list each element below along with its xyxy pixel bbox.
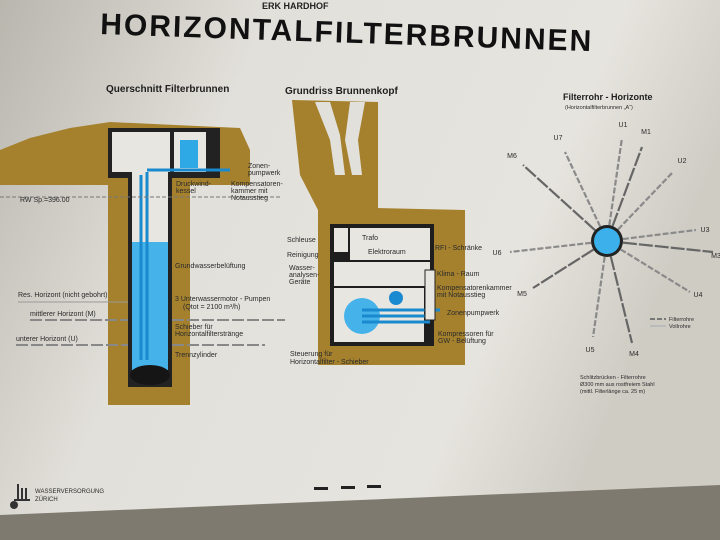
scale-bar bbox=[314, 485, 381, 490]
label-druckwindkessel: Druckwind- bbox=[176, 181, 212, 188]
label-kompressoren-2: GW - Belüftung bbox=[438, 338, 486, 345]
note-line-3: (mittl. Filterlänge ca. 25 m) bbox=[580, 389, 645, 395]
plan-diagram: Grundriss Brunnenkopf Trafo Elektroraum … bbox=[285, 86, 512, 366]
label-kompensatoren-2: kammer mit bbox=[231, 188, 268, 195]
org-name-2: ZÜRICH bbox=[35, 496, 58, 503]
label-zonen-2: pumpwerk bbox=[248, 170, 281, 177]
label-wasser-3: Geräte bbox=[289, 279, 311, 286]
horizons-subheading: (Horizontalfilterbrunnen „A“) bbox=[565, 105, 633, 111]
label-klima: Klima - Raum bbox=[437, 271, 480, 278]
ray-u6 bbox=[509, 239, 608, 254]
ray-u3 bbox=[606, 228, 697, 243]
ray-u4 bbox=[606, 240, 691, 293]
label-schleuse: Schleuse bbox=[287, 237, 316, 244]
legend-filterrohre: Filterrohre bbox=[669, 317, 694, 323]
label-kompressoren: Kompressoren für bbox=[438, 331, 494, 338]
label-unterer-horizont: unterer Horizont (U) bbox=[16, 336, 78, 343]
ray-label-m1: M1 bbox=[641, 129, 651, 136]
label-zonenpumpwerk: Zonenpumpwerk bbox=[447, 310, 500, 317]
ray-label-u4: U4 bbox=[694, 292, 703, 299]
label-kompensatoren: Kompensatoren- bbox=[231, 181, 283, 188]
note-line-1: Schlitzbrücken - Filterrohre bbox=[580, 375, 646, 381]
label-zonen: Zonen- bbox=[248, 163, 271, 170]
label-mittlerer-horizont: mittlerer Horizont (M) bbox=[30, 311, 96, 318]
ray-m5 bbox=[532, 240, 608, 289]
label-schieber-2: Horizontalfilterstränge bbox=[175, 331, 243, 338]
label-trennzylinder: Trennzylinder bbox=[175, 352, 218, 359]
ray-label-u3: U3 bbox=[701, 227, 710, 234]
label-wasser-2: analysen- bbox=[289, 272, 320, 279]
plan-heading: Grundriss Brunnenkopf bbox=[285, 86, 398, 97]
ray-u5 bbox=[591, 240, 609, 338]
label-pumpen: 3 Unterwassermotor - Pumpen bbox=[175, 296, 270, 303]
horizons-heading: Filterrohr - Horizonte bbox=[563, 92, 653, 102]
top-partial-text: ERK HARDHOF bbox=[262, 1, 329, 11]
cross-section-heading: Querschnitt Filterbrunnen bbox=[106, 84, 229, 95]
label-reinigung: Reinigung bbox=[287, 252, 319, 259]
cross-section-diagram: Querschnitt Filterbrunnen Zonen- pumpwer… bbox=[0, 84, 285, 405]
label-steuerung: Steuerung für bbox=[290, 351, 333, 358]
note-line-2: Ø300 mm aus rostfreiem Stahl bbox=[580, 382, 655, 388]
label-trafo: Trafo bbox=[362, 235, 378, 242]
ray-label-m3: M3 bbox=[711, 253, 720, 260]
ray-u7 bbox=[564, 151, 608, 242]
ray-m3 bbox=[606, 239, 714, 254]
label-kompensatoren-3: Notausstieg bbox=[231, 195, 268, 202]
legend-vollrohre: Vollrohre bbox=[669, 324, 691, 330]
label-kompensatorenkammer: Kompensatorenkammer bbox=[437, 285, 512, 292]
org-name-1: WASSERVERSORGUNG bbox=[35, 489, 104, 495]
label-steuerung-2: Horizontalfilter - Schieber bbox=[290, 359, 369, 366]
ray-m6 bbox=[522, 164, 608, 242]
footer-logo: WASSERVERSORGUNG ZÜRICH bbox=[10, 484, 104, 509]
label-wasser: Wasser- bbox=[289, 265, 315, 272]
ray-label-m5: M5 bbox=[517, 291, 527, 298]
ray-m4 bbox=[605, 240, 634, 344]
ray-label-u1: U1 bbox=[619, 122, 628, 129]
ray-label-u6: U6 bbox=[493, 250, 502, 257]
ray-u1 bbox=[605, 137, 624, 242]
label-druckwindkessel-2: kessel bbox=[176, 188, 196, 195]
label-schieber: Schieber für bbox=[175, 324, 213, 331]
ray-label-u2: U2 bbox=[678, 158, 687, 165]
ray-label-u5: U5 bbox=[586, 347, 595, 354]
horizons-diagram: Filterrohr - Horizonte (Horizontalfilter… bbox=[493, 92, 720, 395]
ray-label-m6: M6 bbox=[507, 153, 517, 160]
label-res-horizont: Res. Horizont (nicht gebohrt) bbox=[18, 292, 107, 299]
label-rw: RW Sp.=396.00 bbox=[20, 197, 70, 204]
label-kompensatorenkammer-2: mit Notausstieg bbox=[437, 292, 485, 299]
label-pumpen-2: (Qtot = 2100 m³/h) bbox=[183, 304, 240, 311]
label-grundwasserbelueftung: Grundwasserbelüftung bbox=[175, 263, 246, 270]
ray-label-m4: M4 bbox=[629, 351, 639, 358]
ray-m1 bbox=[605, 146, 644, 242]
label-rfi: RFI - Schränke bbox=[435, 245, 482, 252]
label-elektroraum: Elektroraum bbox=[368, 249, 406, 256]
ray-label-u7: U7 bbox=[554, 135, 563, 142]
